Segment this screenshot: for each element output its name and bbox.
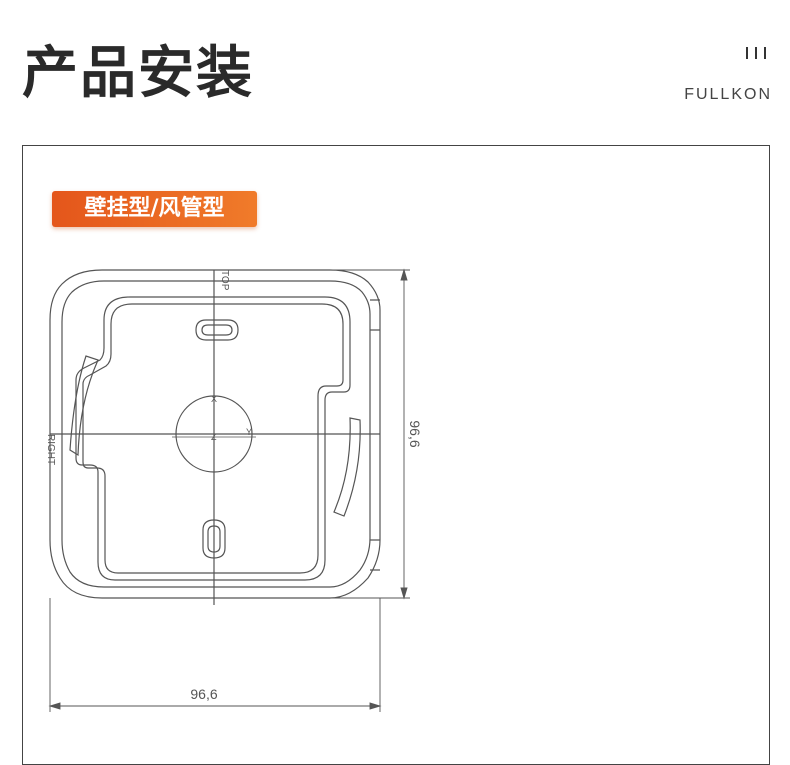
left-clip: [69, 355, 99, 457]
plate-outer-rim: [61, 280, 371, 588]
axis-y-label: Y: [246, 427, 252, 437]
plate-inner-recess-rim: [82, 303, 344, 574]
mounting-plate-drawing: 96,6 96,6 TOP RIGHT X Z Y: [45, 268, 423, 712]
brand-name: FULLKON: [684, 86, 772, 103]
bottom-slot-inner: [207, 525, 221, 553]
bottom-slot: [202, 519, 226, 559]
brand-mark-icon: [746, 44, 776, 60]
top-label: TOP: [219, 270, 230, 291]
axis-x-label: X: [211, 394, 217, 404]
top-slot: [195, 319, 239, 341]
section-badge: 壁挂型/风管型: [52, 191, 257, 227]
axis-z-label: Z: [211, 432, 217, 442]
plate-inner-recess: [75, 296, 351, 581]
plate-right-notch: [370, 299, 380, 571]
page-title: 产品安装: [22, 41, 254, 106]
width-dimension-label: 96,6: [190, 686, 217, 702]
top-slot-inner: [201, 324, 233, 336]
right-label: RIGHT: [45, 434, 56, 465]
height-dimension-label: 96,6: [407, 420, 423, 447]
right-clip: [333, 417, 361, 517]
